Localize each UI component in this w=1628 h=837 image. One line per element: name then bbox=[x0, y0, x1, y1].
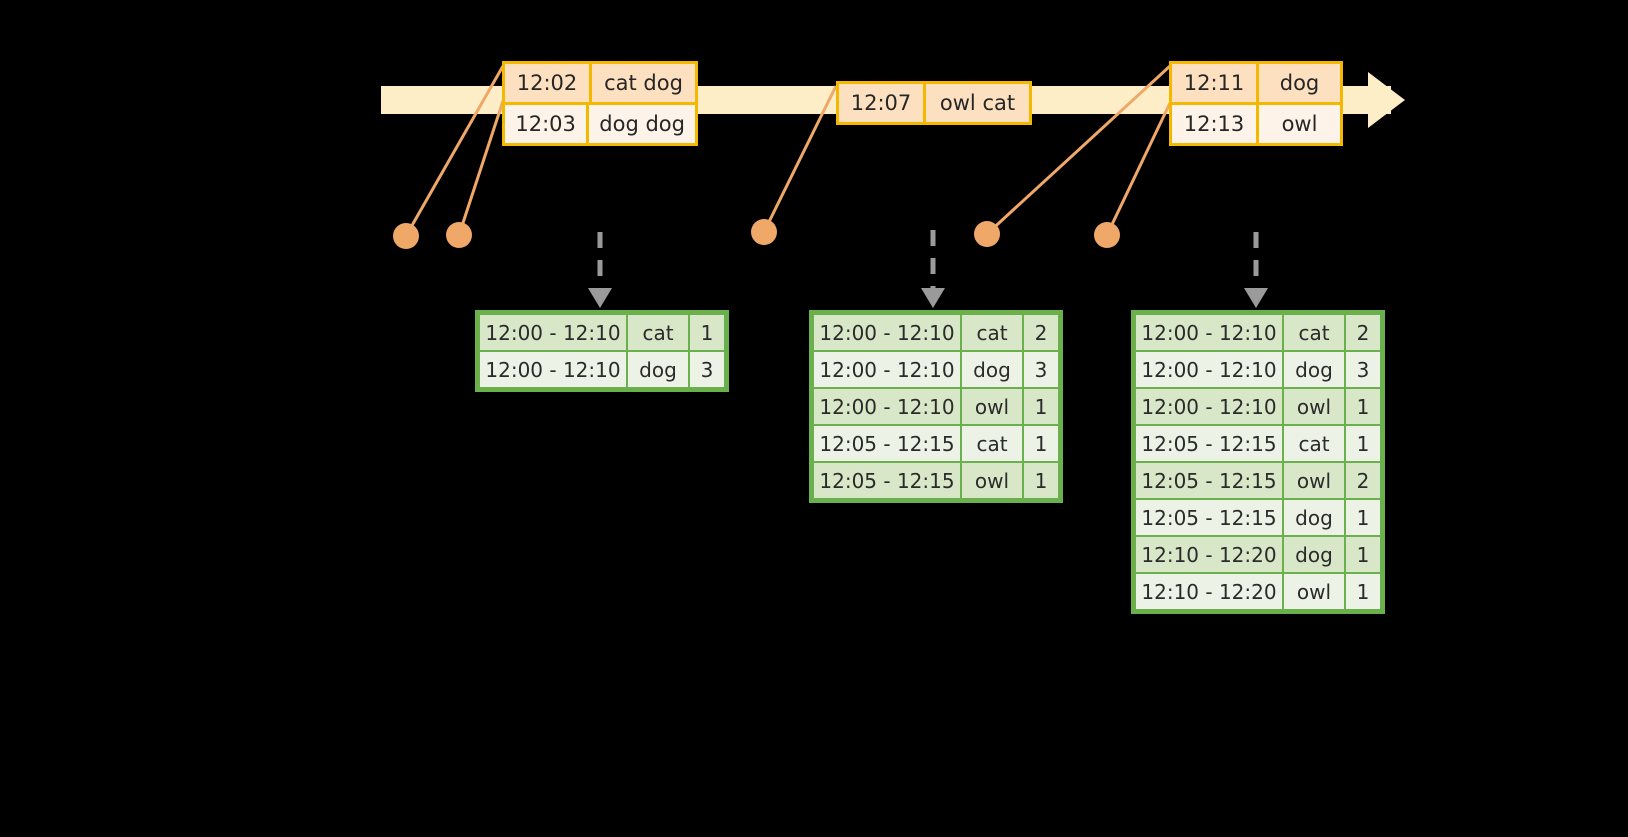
window-cell: 12:10 - 12:20 bbox=[1135, 536, 1283, 573]
event-row: 12:13 owl bbox=[1172, 102, 1340, 143]
event-time: 12:13 bbox=[1172, 105, 1256, 143]
trigger-dot bbox=[751, 219, 777, 245]
connector-line bbox=[1105, 102, 1172, 236]
event-row: 12:11 dog bbox=[1172, 64, 1340, 102]
word-cell: owl bbox=[1283, 388, 1345, 425]
count-cell: 3 bbox=[1023, 351, 1059, 388]
event-words: dog dog bbox=[586, 105, 695, 143]
window-cell: 12:00 - 12:10 bbox=[479, 314, 627, 351]
event-time: 12:11 bbox=[1172, 64, 1256, 102]
word-cell: dog bbox=[1283, 536, 1345, 573]
count-cell: 2 bbox=[1023, 314, 1059, 351]
count-cell: 1 bbox=[1345, 499, 1381, 536]
timeline-event-box[interactable]: 12:11 dog 12:13 owl bbox=[1169, 61, 1343, 146]
word-cell: cat bbox=[1283, 314, 1345, 351]
event-words: owl bbox=[1256, 105, 1340, 143]
word-cell: cat bbox=[627, 314, 689, 351]
dashed-arrow-head-icon bbox=[921, 288, 945, 308]
trigger-dot bbox=[393, 223, 419, 249]
dashed-arrow-head-icon bbox=[588, 288, 612, 308]
count-cell: 1 bbox=[689, 314, 725, 351]
event-row: 12:03 dog dog bbox=[505, 102, 695, 143]
window-cell: 12:05 - 12:15 bbox=[813, 462, 961, 499]
event-words: cat dog bbox=[589, 64, 695, 102]
word-cell: cat bbox=[1283, 425, 1345, 462]
connector-line bbox=[457, 100, 505, 236]
word-cell: cat bbox=[961, 425, 1023, 462]
count-cell: 1 bbox=[1345, 388, 1381, 425]
count-cell: 1 bbox=[1023, 462, 1059, 499]
count-cell: 1 bbox=[1023, 388, 1059, 425]
word-cell: dog bbox=[627, 351, 689, 388]
trigger-dot bbox=[446, 222, 472, 248]
event-time: 12:02 bbox=[505, 64, 589, 102]
count-cell: 2 bbox=[1345, 314, 1381, 351]
event-words: dog bbox=[1256, 64, 1340, 102]
window-cell: 12:00 - 12:10 bbox=[1135, 351, 1283, 388]
event-row: 12:07 owl cat bbox=[839, 84, 1029, 122]
count-cell: 3 bbox=[689, 351, 725, 388]
window-cell: 12:00 - 12:10 bbox=[1135, 388, 1283, 425]
count-cell: 1 bbox=[1345, 536, 1381, 573]
window-cell: 12:00 - 12:10 bbox=[1135, 314, 1283, 351]
word-cell: dog bbox=[961, 351, 1023, 388]
word-cell: owl bbox=[961, 388, 1023, 425]
trigger-dot bbox=[974, 221, 1000, 247]
window-cell: 12:00 - 12:10 bbox=[479, 351, 627, 388]
word-cell: owl bbox=[1283, 573, 1345, 610]
window-cell: 12:05 - 12:15 bbox=[1135, 462, 1283, 499]
count-cell: 2 bbox=[1345, 462, 1381, 499]
window-cell: 12:05 - 12:15 bbox=[813, 425, 961, 462]
count-cell: 1 bbox=[1023, 425, 1059, 462]
window-cell: 12:10 - 12:20 bbox=[1135, 573, 1283, 610]
window-cell: 12:00 - 12:10 bbox=[813, 388, 961, 425]
count-cell: 3 bbox=[1345, 351, 1381, 388]
count-cell: 1 bbox=[1345, 573, 1381, 610]
word-cell: cat bbox=[961, 314, 1023, 351]
word-cell: dog bbox=[1283, 499, 1345, 536]
event-row: 12:02 cat dog bbox=[505, 64, 695, 102]
word-cell: dog bbox=[1283, 351, 1345, 388]
event-time: 12:07 bbox=[839, 84, 923, 122]
timeline-arrowhead-icon bbox=[1368, 72, 1405, 128]
word-cell: owl bbox=[1283, 462, 1345, 499]
window-cell: 12:00 - 12:10 bbox=[813, 351, 961, 388]
event-time: 12:03 bbox=[505, 105, 587, 143]
count-cell: 1 bbox=[1345, 425, 1381, 462]
dashed-arrow-head-icon bbox=[1244, 288, 1268, 308]
event-words: owl cat bbox=[923, 84, 1029, 122]
word-cell: owl bbox=[961, 462, 1023, 499]
timeline-event-box[interactable]: 12:07 owl cat bbox=[836, 81, 1032, 125]
trigger-dot bbox=[1094, 222, 1120, 248]
window-cell: 12:05 - 12:15 bbox=[1135, 425, 1283, 462]
window-cell: 12:05 - 12:15 bbox=[1135, 499, 1283, 536]
timeline-event-box[interactable]: 12:02 cat dog 12:03 dog dog bbox=[502, 61, 698, 146]
window-cell: 12:00 - 12:10 bbox=[813, 314, 961, 351]
